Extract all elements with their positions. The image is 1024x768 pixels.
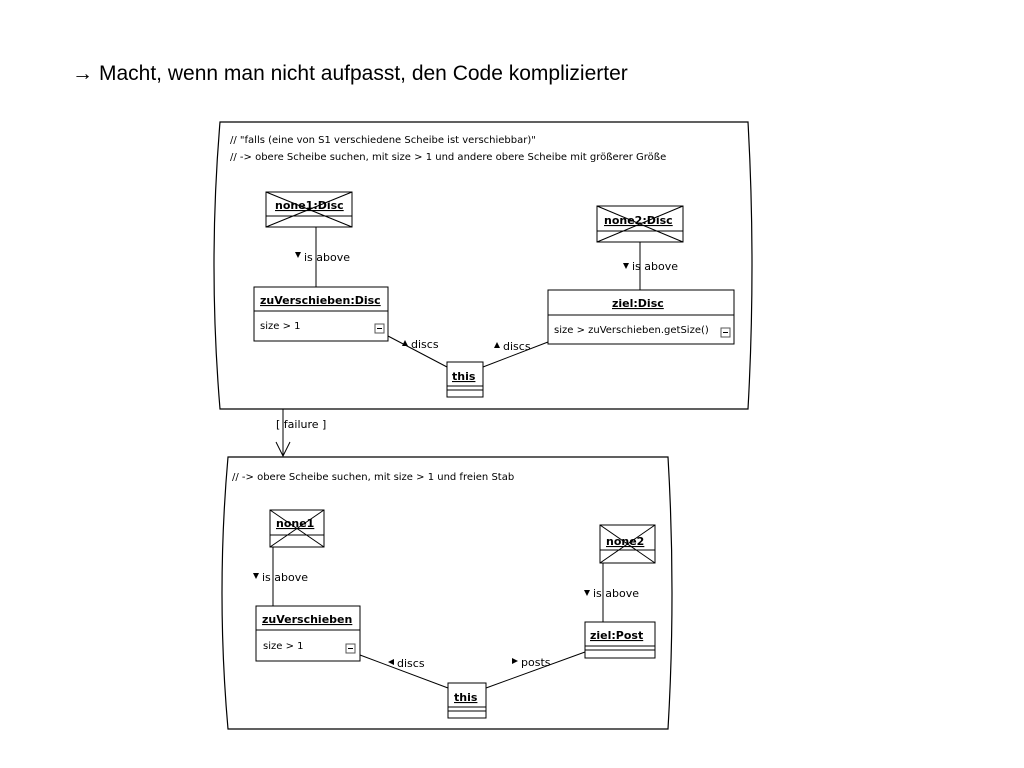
object-zuverschieben[interactable]: zuVerschieben size > 1: [255, 605, 361, 662]
link-zuverschieben-this: [387, 335, 448, 368]
link-ziel-this: [482, 341, 549, 368]
triangle-down-icon: [295, 252, 301, 258]
slide-title-text: Macht, wenn man nicht aufpasst, den Code…: [99, 62, 628, 85]
story-pattern-2[interactable]: // -> obere Scheibe suchen, mit size > 1…: [221, 456, 673, 730]
object-zuverschieben-disc[interactable]: zuVerschieben:Disc size > 1: [253, 286, 389, 342]
slide-title: → Macht, wenn man nicht aufpasst, den Cod…: [72, 62, 628, 86]
object-this[interactable]: this: [447, 682, 487, 719]
link-this-ziel: [485, 651, 586, 689]
object-attribute: size > zuVerschieben.getSize(): [554, 325, 709, 336]
object-none2[interactable]: none2: [599, 524, 656, 564]
object-ziel-post[interactable]: ziel:Post: [584, 621, 656, 659]
link-label-is-above-left: is above: [304, 251, 350, 264]
object-name: ziel:Post: [590, 629, 643, 642]
link-label-discs-right: discs: [503, 340, 531, 353]
object-this[interactable]: this: [446, 361, 484, 398]
object-attribute: size > 1: [260, 321, 301, 332]
right-arrow-icon: →: [72, 62, 93, 85]
triangle-up-icon: [402, 340, 408, 346]
triangle-down-icon: [584, 590, 590, 596]
object-none1[interactable]: none1: [269, 509, 325, 548]
panel1-comment-1: // "falls (eine von S1 verschiedene Sche…: [230, 135, 536, 146]
object-attribute: size > 1: [263, 641, 304, 652]
link-label-is-above-right: is above: [632, 260, 678, 273]
link-label-is-above-left: is above: [262, 571, 308, 584]
panel2-comment-1: // -> obere Scheibe suchen, mit size > 1…: [232, 472, 514, 483]
transition-failure[interactable]: [ failure ]: [275, 409, 326, 458]
link-label-is-above-right: is above: [593, 587, 639, 600]
object-none2-disc[interactable]: none2:Disc: [596, 205, 684, 243]
object-name: none1: [276, 517, 314, 530]
triangle-down-icon: [623, 263, 629, 269]
panel1-comment-2: // -> obere Scheibe suchen, mit size > 1…: [230, 152, 666, 163]
link-zuverschieben-this: [359, 654, 449, 689]
link-label-discs-left: discs: [411, 338, 439, 351]
arrow-head-icon: [275, 441, 291, 458]
object-name: ziel:Disc: [612, 297, 664, 310]
triangle-down-icon: [253, 573, 259, 579]
object-name: zuVerschieben: [262, 613, 352, 626]
story-pattern-1[interactable]: // "falls (eine von S1 verschiedene Sche…: [213, 121, 753, 410]
link-label-posts: posts: [521, 656, 551, 669]
triangle-right-icon: [512, 658, 518, 664]
object-name: zuVerschieben:Disc: [260, 294, 381, 307]
object-name: none2: [606, 535, 644, 548]
triangle-up-icon: [494, 342, 500, 348]
transition-guard: [ failure ]: [276, 418, 326, 431]
object-ziel-disc[interactable]: ziel:Disc size > zuVerschieben.getSize(): [547, 289, 735, 345]
object-none1-disc[interactable]: none1:Disc: [265, 191, 353, 228]
triangle-left-icon: [388, 659, 394, 665]
link-label-discs: discs: [397, 657, 425, 670]
object-name: this: [452, 370, 476, 383]
object-name: this: [454, 691, 478, 704]
